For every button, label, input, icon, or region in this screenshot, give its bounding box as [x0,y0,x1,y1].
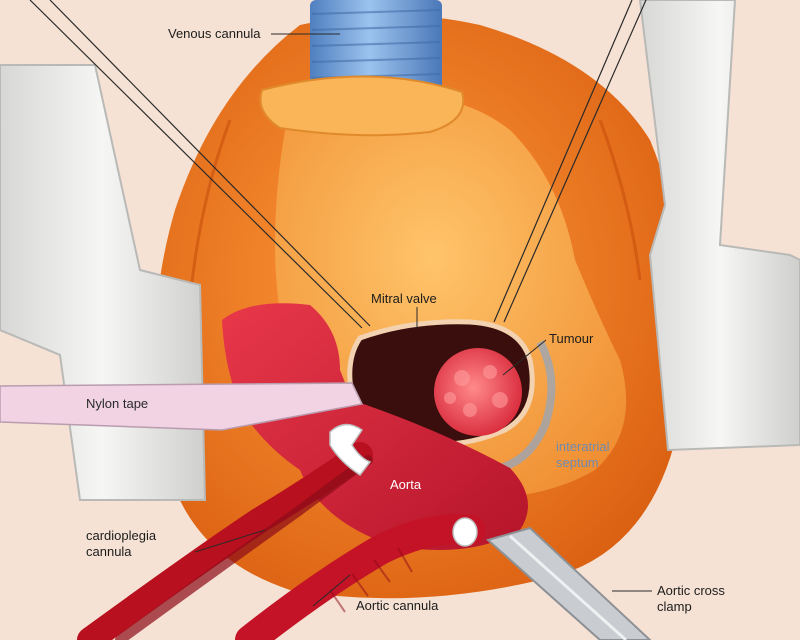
label-venous-cannula: Venous cannula [168,26,261,41]
right-retractor [638,0,800,452]
tumour [434,348,522,436]
label-aortic-cannula: Aortic cannula [356,598,439,613]
cavity-fold [188,119,232,301]
aorta [222,303,528,550]
tumour-texture [444,365,508,417]
aortic-cannula [235,514,485,640]
label-cardioplegia-cannula-1: cardioplegia [86,528,157,543]
aortic-cannula-ribs [329,547,413,613]
label-interatrial-septum-1: interatrial [556,439,610,454]
aortic-cross-clamp-highlight [508,534,628,640]
label-interatrial-septum-2: septum [556,455,599,470]
label-aortic-cross-clamp-1: Aortic cross [657,583,725,598]
leader-lines [194,33,652,607]
cavity-fold [598,119,642,281]
label-nylon-tape: Nylon tape [86,396,149,411]
cardioplegia-cannula [77,442,373,640]
label-cardioplegia-cannula-2: cannula [86,544,132,559]
aortic-cross-clamp [485,526,652,640]
label-aortic-cross-clamp-2: clamp [657,599,692,614]
cardioplegia-hub [329,423,372,477]
stay-sutures [29,0,647,329]
label-tumour: Tumour [549,331,594,346]
interatrial-septum [498,340,556,472]
aortic-cannula-collar [452,517,478,547]
label-aorta: Aorta [390,477,422,492]
venous-cannula-ribs [311,9,441,95]
label-mitral-valve: Mitral valve [371,291,437,306]
nylon-tape [0,382,364,431]
cardioplegia-cannula-shadow [115,455,373,640]
venous-cannula-cuff [259,75,465,137]
